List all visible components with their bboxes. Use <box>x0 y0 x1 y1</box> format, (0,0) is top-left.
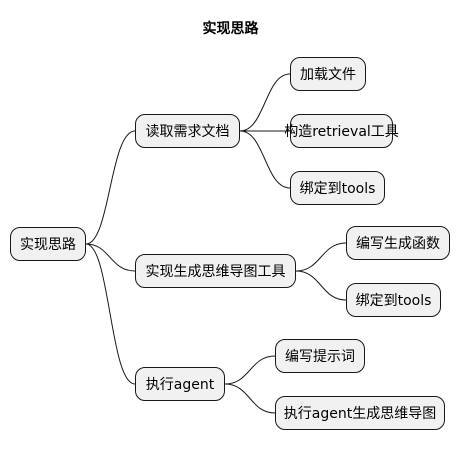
leaf-node-2-1[interactable]: 编写生成函数 <box>346 226 450 260</box>
branch-node-1-label: 读取需求文档 <box>145 124 230 140</box>
branch-node-2[interactable]: 实现生成思维导图工具 <box>135 254 296 288</box>
branch-node-3-label: 执行agent <box>145 377 215 393</box>
edge-b3-c1 <box>224 355 276 385</box>
leaf-node-3-1[interactable]: 编写提示词 <box>275 339 365 373</box>
branch-node-1[interactable]: 读取需求文档 <box>135 114 240 148</box>
branch-node-2-label: 实现生成思维导图工具 <box>145 264 286 280</box>
branch-node-3[interactable]: 执行agent <box>135 367 225 401</box>
root-node-label: 实现思路 <box>20 237 76 253</box>
edge-root-branch-1 <box>85 130 136 245</box>
leaf-node-3-2[interactable]: 执行agent生成思维导图 <box>275 396 445 430</box>
leaf-node-1-3[interactable]: 绑定到tools <box>290 171 385 205</box>
leaf-node-2-2-label: 绑定到tools <box>355 293 432 309</box>
edge-b2-c2 <box>295 270 347 301</box>
edge-b2-c1 <box>295 242 347 272</box>
edge-b1-c3 <box>239 130 291 189</box>
edge-root-branch-2 <box>85 243 136 272</box>
leaf-node-3-2-label: 执行agent生成思维导图 <box>283 406 437 422</box>
root-node[interactable]: 实现思路 <box>10 227 86 261</box>
leaf-node-3-1-label: 编写提示词 <box>285 349 355 365</box>
leaf-node-2-2[interactable]: 绑定到tools <box>346 283 441 317</box>
leaf-node-1-1-label: 加载文件 <box>300 67 356 83</box>
edge-root-branch-3 <box>85 243 136 385</box>
diagram-title: 实现思路 <box>202 21 259 37</box>
leaf-node-1-2[interactable]: 构造retrieval工具 <box>284 114 399 148</box>
edge-b3-c2 <box>224 383 276 414</box>
leaf-node-1-1[interactable]: 加载文件 <box>290 57 366 91</box>
leaf-node-1-3-label: 绑定到tools <box>299 181 376 197</box>
edge-b1-c1 <box>239 73 291 132</box>
leaf-node-1-2-label: 构造retrieval工具 <box>284 124 399 140</box>
leaf-node-2-1-label: 编写生成函数 <box>356 236 440 252</box>
